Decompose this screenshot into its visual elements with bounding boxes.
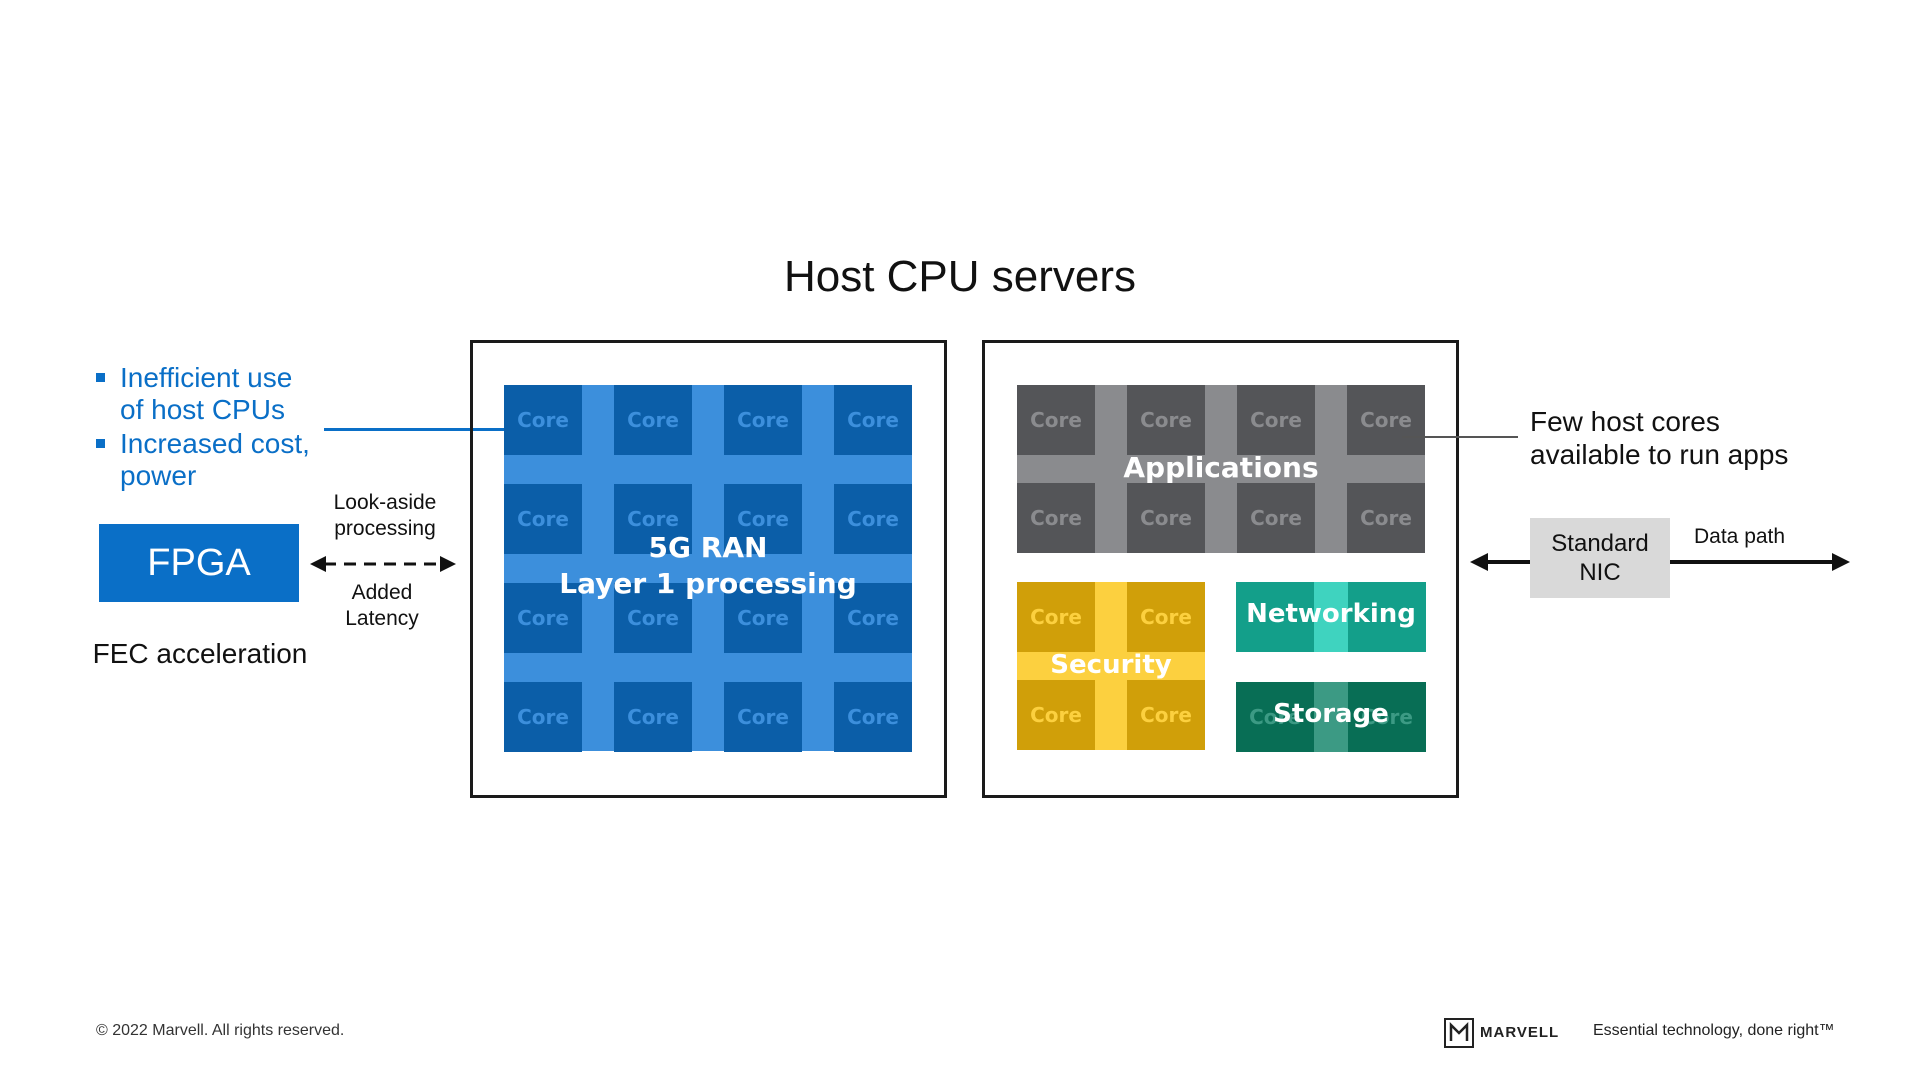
page-title: Host CPU servers: [783, 252, 1137, 301]
fpga-caption: FEC acceleration: [92, 638, 308, 669]
ran-core-tile: Core: [724, 682, 802, 752]
standard-nic-block: Standard NIC: [1530, 518, 1670, 598]
applications-core-tile: Core: [1237, 483, 1315, 553]
ran-overlay-line: Layer 1 processing: [559, 567, 857, 600]
networking-block: Networking: [1236, 582, 1426, 652]
security-core-tile: Core: [1017, 680, 1095, 750]
link-label-bottom: Added Latency: [307, 580, 457, 632]
bullet-line: power: [120, 460, 197, 491]
ran-core-tile: Core: [614, 583, 692, 653]
security-core-tile: Core: [1017, 582, 1095, 652]
marvell-brand: MARVELL: [1480, 1024, 1560, 1041]
ran-core-tile: Core: [724, 385, 802, 455]
bullet-line: Inefficient use: [120, 362, 293, 393]
ran-core-tile: Core: [614, 484, 692, 554]
ran-core-tile: Core: [834, 682, 912, 752]
few-cores-line: Few host cores: [1530, 406, 1720, 437]
ran-overlay-label: 5G RAN Layer 1 processing: [504, 530, 912, 602]
few-cores-note: Few host cores available to run apps: [1530, 405, 1788, 471]
ran-core-tile: Core: [834, 484, 912, 554]
ran-overlay-line: 5G RAN: [648, 531, 768, 564]
applications-core-tile: Core: [1017, 483, 1095, 553]
link-label-line: Latency: [345, 607, 419, 630]
data-path-label: Data path: [1694, 525, 1786, 548]
link-label-line: Look-aside: [333, 491, 437, 514]
applications-core-tile: Core: [1237, 385, 1315, 455]
applications-core-tile: Core: [1127, 483, 1205, 553]
storage-block: Core Core Storage: [1236, 682, 1426, 752]
security-core-tile: Core: [1127, 680, 1205, 750]
dashed-double-arrow: [310, 556, 456, 572]
ran-core-tile: Core: [504, 385, 582, 455]
ran-core-tile: Core: [834, 583, 912, 653]
applications-label: Applications: [1123, 451, 1319, 484]
bullet-connector-line: [324, 428, 508, 431]
ran-core-tile: Core: [614, 385, 692, 455]
tagline: Essential technology, done right™: [1593, 1022, 1835, 1039]
storage-core-right: Core: [1361, 705, 1413, 729]
link-label-line: Added: [351, 581, 413, 604]
storage-label: Storage: [1273, 699, 1389, 729]
security-label: Security: [1050, 650, 1172, 680]
ran-core-tile: Core: [724, 484, 802, 554]
networking-label: Networking: [1246, 599, 1416, 629]
ran-core-tile: Core: [834, 385, 912, 455]
security-core-tile: Core: [1127, 582, 1205, 652]
bullet-marker: [96, 439, 105, 448]
storage-core-left: Core: [1249, 705, 1301, 729]
ran-core-tile: Core: [504, 484, 582, 554]
ran-core-tile: Core: [504, 682, 582, 752]
applications-core-tile: Core: [1127, 385, 1205, 455]
nic-label-line: NIC: [1579, 559, 1621, 586]
ran-core-tile: Core: [614, 682, 692, 752]
copyright-text: © 2022 Marvell. All rights reserved.: [96, 1022, 345, 1039]
few-cores-connector-line: [1402, 436, 1518, 438]
link-label-top: Look-aside processing: [310, 490, 460, 542]
ran-core-tile: Core: [504, 583, 582, 653]
link-label-line: processing: [334, 517, 436, 540]
applications-core-tile: Core: [1347, 385, 1425, 455]
networking-gap: [1314, 582, 1348, 652]
applications-core-tile: Core: [1017, 385, 1095, 455]
few-cores-line: available to run apps: [1530, 439, 1789, 470]
storage-gap: [1314, 682, 1348, 752]
bullet-line: of host CPUs: [120, 394, 285, 425]
fpga-block: FPGA: [99, 524, 299, 602]
applications-core-tile: Core: [1347, 483, 1425, 553]
ran-server-box: [470, 340, 947, 798]
app-server-box: [982, 340, 1459, 798]
marvell-logo-icon: [1444, 1018, 1474, 1048]
bullet-line: Increased cost,: [120, 428, 310, 459]
nic-label-line: Standard: [1551, 530, 1649, 557]
ran-core-tile: Core: [724, 583, 802, 653]
bullet-marker: [96, 373, 105, 382]
